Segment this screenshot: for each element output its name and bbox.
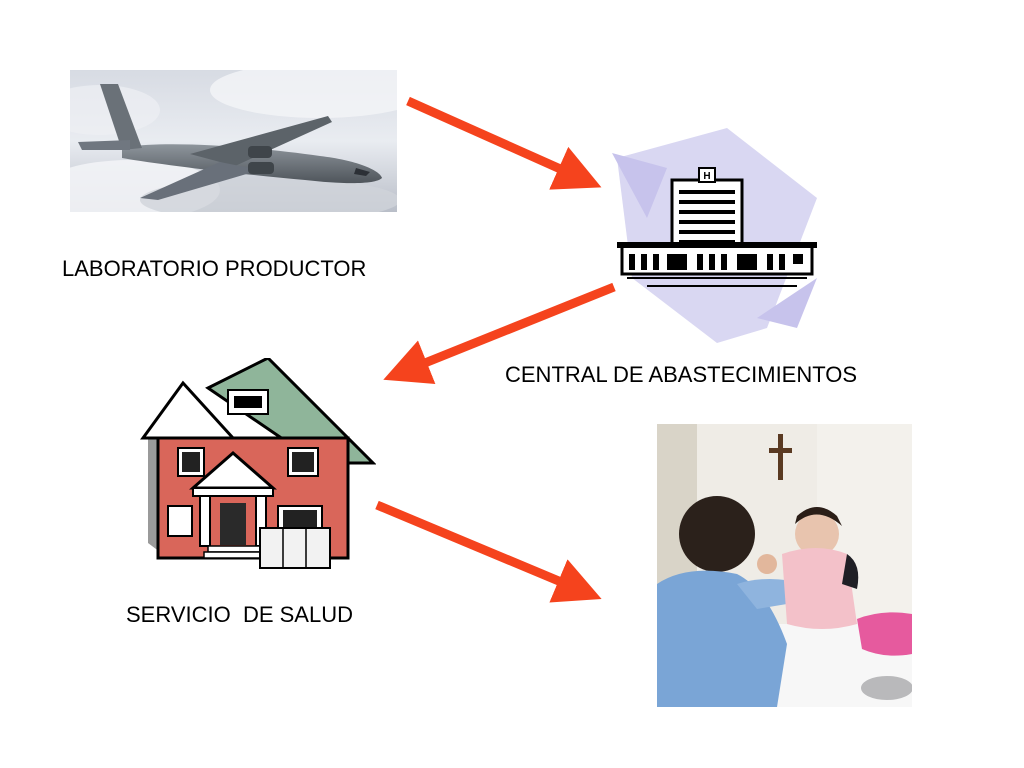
central-abastecimientos-label: CENTRAL DE ABASTECIMIENTOS [505,362,858,387]
airplane-icon [40,62,430,222]
servicio-salud-label: SERVICIO DE SALUD [126,602,353,627]
house-icon [140,356,377,569]
hospital-image: H [607,128,822,343]
arrow-servicio-to-paciente [375,500,602,603]
crucifix-icon [769,434,792,480]
airplane-image [40,62,430,222]
house-image [138,356,377,572]
arrow-central-to-servicio [383,282,616,384]
svg-text:H: H [703,171,710,182]
laboratorio-productor-label: LABORATORIO PRODUCTOR [62,256,367,281]
arrow-lab-to-central [406,96,602,190]
vaccination-photo [657,424,913,707]
hospital-building-icon: H [612,128,817,343]
